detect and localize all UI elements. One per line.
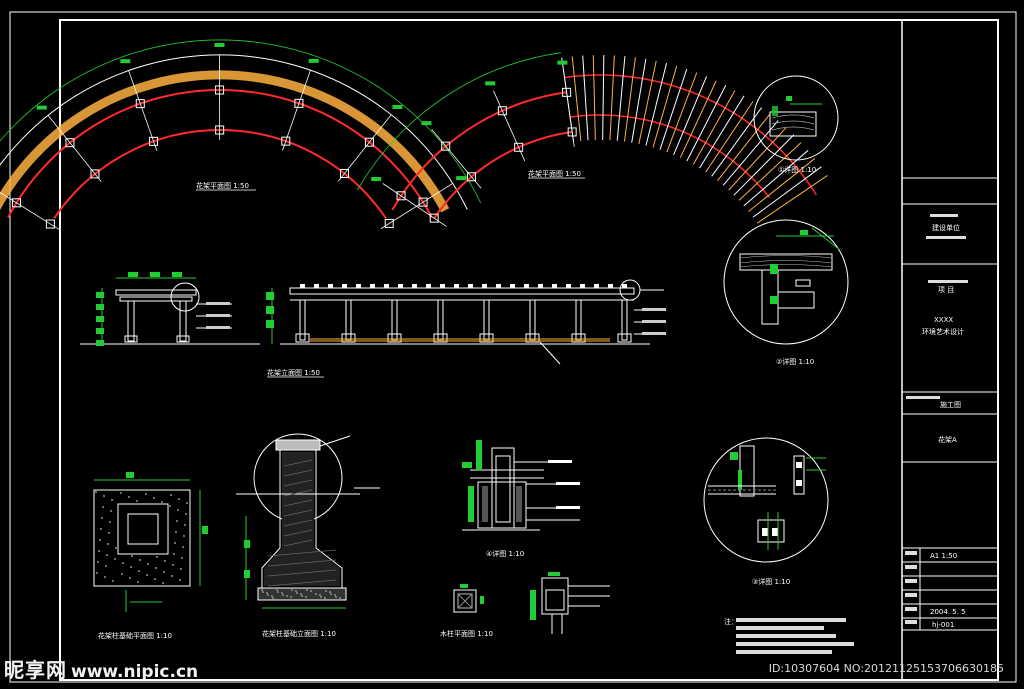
drawing-number: hj-001: [932, 621, 954, 629]
plan-view-1: 花架平面图 1:50: [0, 39, 482, 230]
company-code: XXXX: [934, 316, 953, 324]
wood-column-label: 木柱平面图 1:10: [440, 629, 493, 638]
project-label: 项 目: [938, 286, 954, 294]
detail-2-label: ②详图 1:10: [776, 357, 814, 366]
plan-2-label: 花架平面图 1:50: [528, 169, 581, 178]
plan-1-label: 花架平面图 1:50: [196, 181, 249, 190]
detail-4: ④详图 1:10: [462, 440, 580, 558]
unit-label: 建设单位: [932, 223, 960, 232]
detail-3-label: ③详图 1:10: [752, 577, 790, 586]
detail-1: ①详图 1:10: [753, 75, 839, 174]
company-name: 环境艺术设计: [922, 327, 964, 336]
date-value: 2004. 5. 5: [930, 608, 966, 616]
stage-label: 施工图: [940, 400, 961, 409]
detail-4-label: ④详图 1:10: [486, 549, 524, 558]
drawing-frame: [9, 11, 1017, 683]
detail-2: ②详图 1:10: [723, 219, 849, 366]
elevation-label: 花架立面图 1:50: [267, 368, 320, 377]
wood-column-plan: 木柱平面图 1:10: [440, 584, 493, 638]
elevation-view: 花架立面图 1:50: [80, 272, 666, 378]
watermark-id: ID:10307604 NO:20121125153706630185: [768, 662, 1004, 675]
footing-plan-label: 花架柱基础平面图 1:10: [98, 631, 172, 640]
drawing-name: 花架A: [938, 435, 957, 444]
title-block-text: 建设单位 项 目 XXXX 环境艺术设计 施工图 花架A A1 1:50 200…: [905, 214, 968, 629]
plan-view-2: 花架平面图 1:50: [357, 52, 828, 227]
construction-notes: 注：: [724, 617, 854, 654]
detail-3: ③详图 1:10: [703, 437, 829, 586]
footing-elevation: 花架柱基础立面图 1:10: [236, 433, 380, 638]
watermark-logo-text: 昵享网: [4, 658, 67, 682]
notes-title: 注：: [724, 617, 738, 626]
title-block: [902, 177, 998, 631]
detail-1-label: ①详图 1:10: [778, 165, 816, 174]
footing-elev-label: 花架柱基础立面图 1:10: [262, 629, 336, 638]
footing-plan: 花架柱基础平面图 1:10: [93, 472, 208, 640]
watermark-domain: www.nipic.cn: [71, 662, 199, 682]
joint-detail-small: [530, 572, 610, 634]
scale-value: A1 1:50: [930, 552, 957, 560]
